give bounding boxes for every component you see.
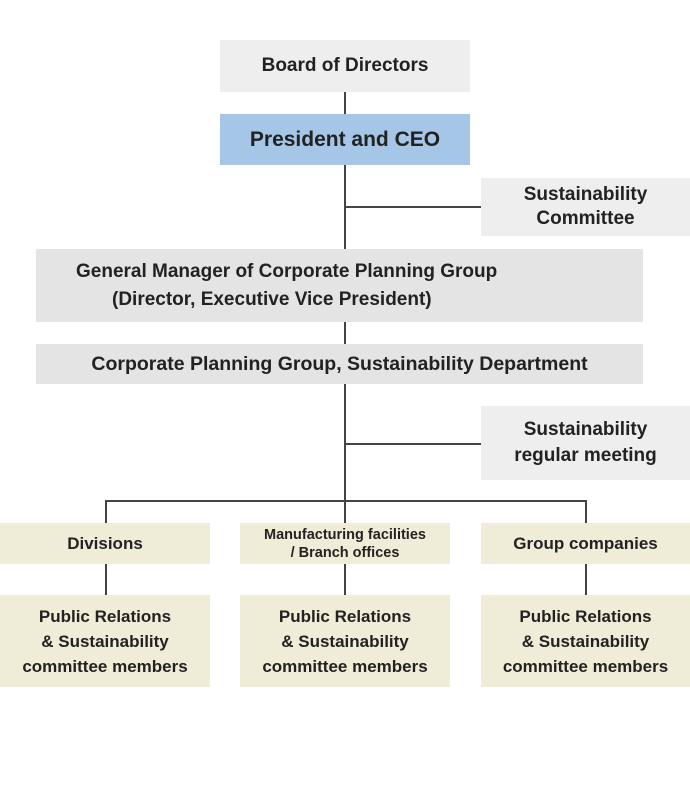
divisions-members-line3: committee members [22, 656, 188, 676]
manufacturing-box: Manufacturing facilities / Branch office… [240, 523, 450, 564]
group-members-box: Public Relations & Sustainability commit… [481, 595, 690, 687]
divisions-label: Divisions [67, 533, 143, 553]
divisions-box: Divisions [0, 523, 210, 564]
divisions-members-line1: Public Relations [38, 606, 172, 626]
general-manager-line1: General Manager of Corporate Planning Gr… [76, 260, 498, 282]
meeting-line1: Sustainability [523, 419, 648, 440]
president-label: President and CEO [249, 127, 441, 151]
group-companies-label: Group companies [513, 533, 658, 553]
sustainability-department-box: Corporate Planning Group, Sustainability… [36, 344, 643, 384]
board-label: Board of Directors [261, 55, 429, 76]
manufacturing-members-box: Public Relations & Sustainability commit… [240, 595, 450, 687]
connector-group-companies [585, 500, 587, 523]
president-ceo-box: President and CEO [220, 114, 470, 165]
connector-committee [344, 206, 481, 208]
group-members-line1: Public Relations [519, 606, 652, 626]
connector-board-president [344, 92, 346, 114]
committee-line2: Committee [536, 208, 635, 229]
group-members-line3: committee members [502, 656, 669, 676]
connector-department-units [344, 384, 346, 501]
connector-group-members [585, 564, 587, 595]
connector-gm-department [344, 322, 346, 344]
connector-manufacturing [344, 500, 346, 523]
general-manager-line2: (Director, Executive Vice President) [112, 288, 432, 310]
connector-divisions-members [105, 564, 107, 595]
general-manager-box: General Manager of Corporate Planning Gr… [36, 249, 643, 322]
group-companies-box: Group companies [481, 523, 690, 564]
department-label: Corporate Planning Group, Sustainability… [91, 352, 588, 375]
sustainability-meeting-box: Sustainability regular meeting [481, 406, 690, 480]
board-of-directors-box: Board of Directors [220, 40, 470, 92]
group-members-line2: & Sustainability [521, 631, 650, 651]
manufacturing-members-line1: Public Relations [278, 606, 412, 626]
manufacturing-line1: Manufacturing facilities [264, 526, 426, 543]
sustainability-committee-box: Sustainability Committee [481, 178, 690, 236]
manufacturing-members-line2: & Sustainability [281, 631, 409, 651]
meeting-line2: regular meeting [514, 445, 657, 466]
connector-manufacturing-members [344, 564, 346, 595]
connector-divisions [105, 500, 107, 523]
divisions-members-line2: & Sustainability [41, 631, 169, 651]
connector-meeting [344, 443, 481, 445]
divisions-members-box: Public Relations & Sustainability commit… [0, 595, 210, 687]
manufacturing-members-line3: committee members [262, 656, 428, 676]
manufacturing-line2: / Branch offices [290, 544, 400, 561]
committee-line1: Sustainability [523, 184, 648, 205]
